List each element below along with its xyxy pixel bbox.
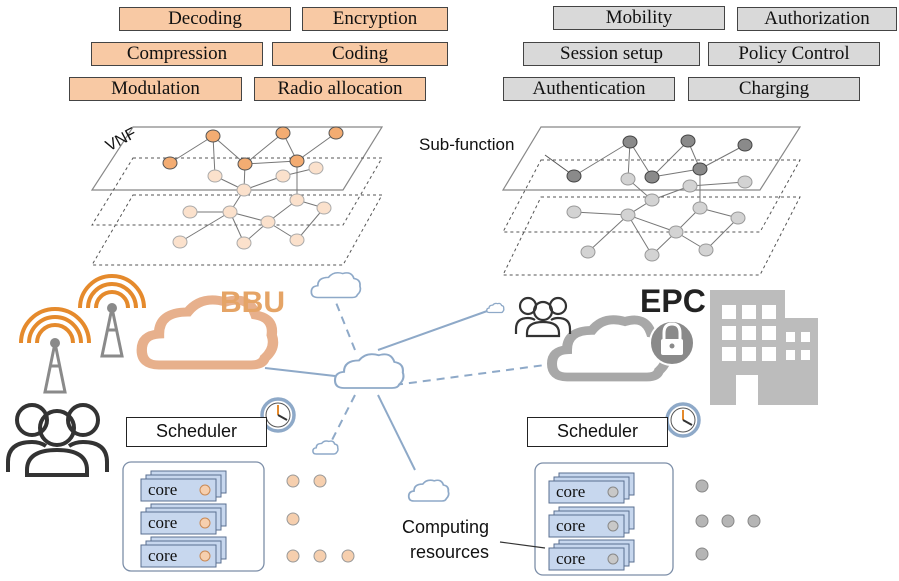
vnf-layer-bottom	[91, 194, 383, 266]
link-hub-cloud-bottom	[377, 394, 416, 471]
epc-resource-dots	[695, 479, 761, 561]
users-icon	[514, 296, 572, 338]
clock-icon	[665, 402, 701, 438]
core-stacks	[140, 470, 635, 571]
top-cloud	[310, 271, 362, 299]
tiny-cloud	[486, 302, 505, 314]
small-cloud	[312, 440, 339, 455]
bbu-vnf-layer-stack	[90, 126, 384, 266]
core-label: core	[556, 516, 586, 535]
function-label-decoding: Decoding	[119, 7, 291, 31]
epc-layer-middle	[502, 159, 801, 233]
vnf-layer-middle	[91, 157, 383, 226]
network-links	[264, 299, 546, 471]
scheduler-box-epc: Scheduler	[527, 417, 668, 447]
core-unit	[548, 480, 625, 504]
core-label: core	[556, 482, 586, 501]
function-label-authorization: Authorization	[737, 7, 897, 31]
core-label: core	[556, 549, 586, 568]
core-unit	[548, 514, 625, 538]
function-label-authentication: Authentication	[503, 77, 675, 101]
function-label-coding: Coding	[272, 42, 448, 66]
core-unit	[140, 511, 217, 535]
users-icon	[6, 403, 109, 477]
core-label: core	[148, 546, 178, 565]
computing-resources-label-line2: resources	[410, 542, 490, 562]
scheduler-box-bbu: Scheduler	[126, 417, 267, 447]
building-icon	[710, 290, 818, 405]
epc-nodes-top	[566, 134, 753, 184]
bottom-cloud	[407, 479, 450, 502]
epc-layer-bottom	[502, 196, 801, 276]
clock-icon	[260, 397, 296, 433]
link-hub-cloud-small	[331, 394, 356, 441]
function-label-encryption: Encryption	[302, 7, 448, 31]
function-label-charging: Charging	[688, 77, 860, 101]
lock-icon	[649, 320, 695, 366]
cell-tower-icon	[78, 274, 146, 358]
core-status-dot	[199, 484, 211, 496]
function-label-session-setup: Session setup	[523, 42, 700, 66]
link-hub-epc	[394, 364, 546, 386]
vnf-nodes-top	[162, 126, 344, 171]
core-status-dot	[199, 517, 211, 529]
core-label: core	[148, 513, 178, 532]
cell-tower-icon	[19, 307, 91, 394]
epc-nodes-lower	[566, 172, 753, 262]
function-label-modulation: Modulation	[69, 77, 242, 101]
core-unit	[548, 547, 625, 571]
function-label-radio-allocation: Radio allocation	[254, 77, 426, 101]
core-label: core	[148, 480, 178, 499]
bbu-resource-dots	[286, 474, 355, 563]
vnf-nodes-lower	[172, 161, 332, 250]
bbu-label: BBU	[220, 286, 285, 319]
epc-subfunction-layer-stack	[501, 126, 802, 276]
link-hub-users	[377, 309, 491, 351]
hub-cloud	[333, 353, 405, 390]
core-status-dot	[607, 553, 619, 565]
link-bbu-hub	[264, 367, 336, 377]
sub-function-label: Sub-function	[419, 135, 515, 154]
core-status-dot	[607, 520, 619, 532]
function-label-compression: Compression	[91, 42, 263, 66]
function-label-policy-control: Policy Control	[708, 42, 880, 66]
core-status-dot	[199, 550, 211, 562]
core-unit	[140, 478, 217, 502]
function-label-mobility: Mobility	[553, 6, 725, 30]
core-status-dot	[607, 486, 619, 498]
core-unit	[140, 544, 217, 568]
computing-pointer-line	[499, 541, 546, 549]
computing-resources-label-line1: Computing	[402, 517, 490, 537]
epc-label: EPC	[640, 283, 706, 319]
link-hub-cloud-top	[334, 299, 356, 351]
